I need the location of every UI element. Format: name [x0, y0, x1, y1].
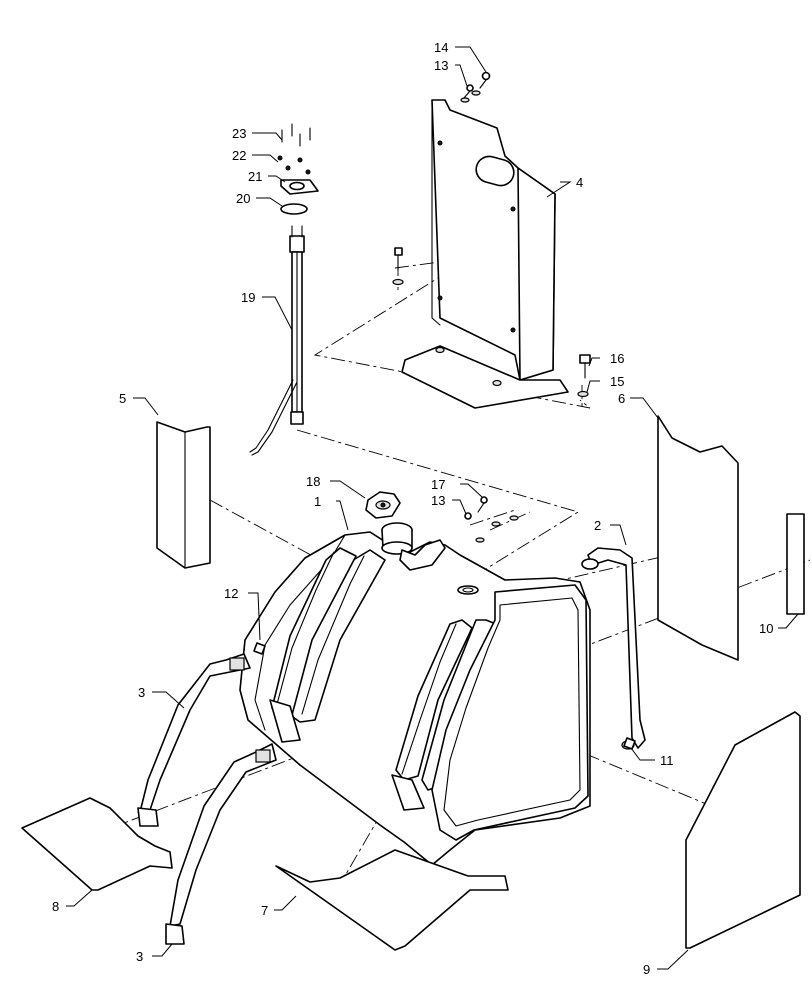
tank-strap-3-lower: [165, 743, 277, 945]
callout-17: 17: [431, 477, 445, 492]
callout-16: 16: [610, 351, 624, 366]
callout-3-lower: 3: [136, 949, 143, 964]
callout-2: 2: [594, 518, 601, 533]
tank-top-fasteners: [464, 496, 519, 543]
callout-labels: 14 13 4 23 22 21 20 19 16 15 5 6 18 1 17…: [52, 40, 773, 977]
callout-21: 21: [248, 169, 262, 184]
callout-22: 22: [232, 148, 246, 163]
callout-18: 18: [306, 474, 320, 489]
callout-23: 23: [232, 126, 246, 141]
callout-13-top: 13: [434, 58, 448, 73]
tank-strap-3-upper: [137, 653, 251, 827]
callout-6: 6: [618, 391, 625, 406]
callout-8: 8: [52, 899, 59, 914]
callout-3-upper: 3: [138, 685, 145, 700]
callout-13-middle: 13: [431, 493, 445, 508]
callout-7: 7: [261, 903, 268, 918]
heat-shield-bracket: [401, 99, 569, 409]
callout-15: 15: [610, 374, 624, 389]
bolts-and-washers: [392, 71, 591, 398]
leader-lines: [66, 46, 799, 970]
bottom-pad-7: [275, 849, 509, 951]
side-pad-5: [156, 421, 211, 569]
callout-5: 5: [119, 391, 126, 406]
strip-pad-10: [786, 513, 805, 615]
fuel-level-sender: [249, 225, 305, 456]
floor-pad-8: [21, 797, 173, 891]
sender-flange-hardware: [277, 123, 319, 215]
fuel-tank: [239, 522, 591, 866]
tank-strap-2: [581, 547, 646, 750]
callout-19: 19: [241, 290, 255, 305]
callout-4: 4: [576, 175, 583, 190]
callout-11: 11: [660, 753, 674, 768]
callout-10: 10: [759, 621, 773, 636]
callout-1: 1: [314, 494, 321, 509]
filler-cap: [365, 491, 401, 519]
callout-12: 12: [224, 586, 238, 601]
callout-9: 9: [643, 962, 650, 977]
side-pad-6: [657, 415, 739, 661]
callout-20: 20: [236, 191, 250, 206]
callout-14: 14: [434, 40, 448, 55]
floor-pad-9: [685, 711, 801, 949]
